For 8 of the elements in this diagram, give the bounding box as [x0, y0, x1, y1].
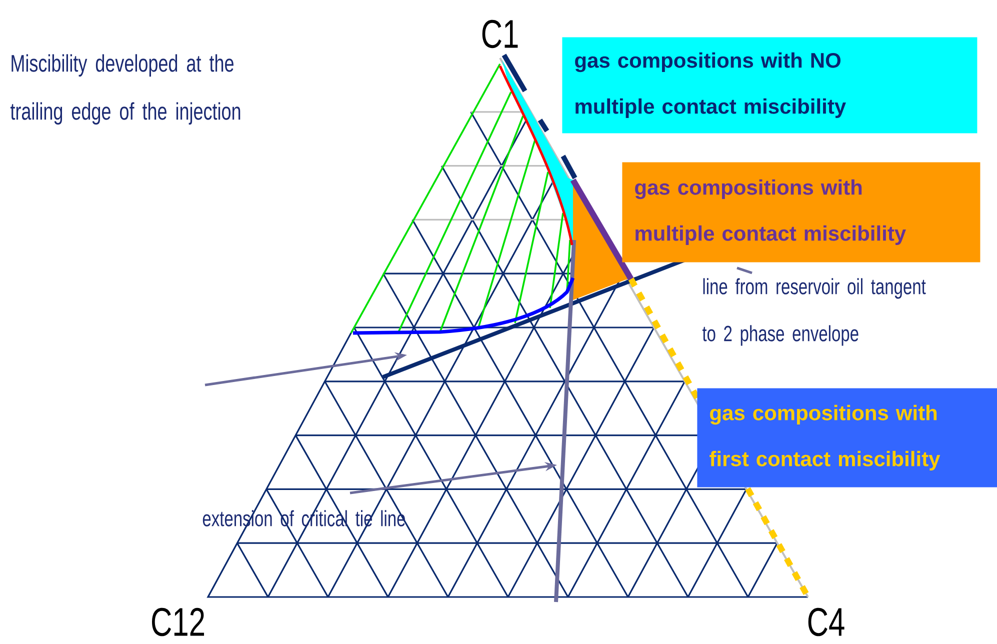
region-label-box: gas compositions with NO multiple contact miscibility — [562, 37, 978, 134]
annotation-text: line from reservoir oil tangent to 2 phase envelope — [702, 278, 926, 346]
leader-line — [736, 266, 752, 274]
vertex-label: C12 — [152, 608, 204, 636]
note-text: Miscibility developed at the trailing edge of the injection — [10, 54, 240, 125]
region-label-box: gas compositions with first contact miscibility — [697, 388, 997, 488]
vertex-label: C1 — [482, 20, 518, 48]
vertex-label: C4 — [808, 608, 844, 636]
